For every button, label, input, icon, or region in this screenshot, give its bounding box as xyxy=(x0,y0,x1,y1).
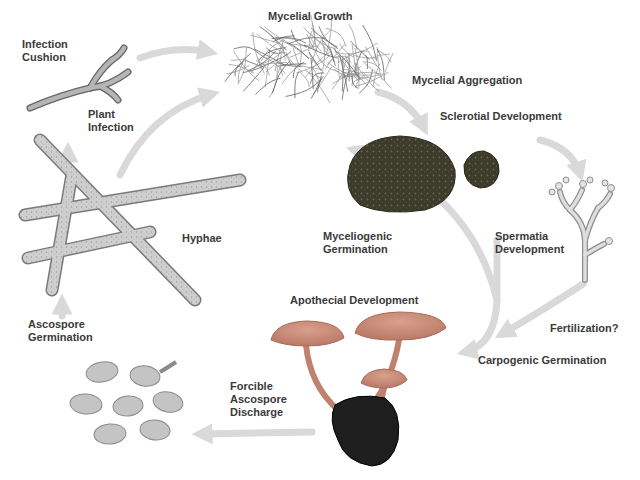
mycelium-strand xyxy=(332,60,346,89)
mycelium-strand xyxy=(340,43,354,57)
mycelium-strand xyxy=(231,59,245,61)
mycelium-strand xyxy=(351,41,370,60)
mycelium-strand xyxy=(335,50,361,79)
spermatia xyxy=(549,177,615,280)
stage-label: Mycelial Growth xyxy=(268,10,352,23)
sclerotia xyxy=(348,136,500,212)
mycelium-strand xyxy=(286,80,321,97)
mycelium-strand xyxy=(363,62,382,71)
stage-label: Apothecial Development xyxy=(290,294,418,307)
mycelium-strand xyxy=(308,72,330,103)
cycle-arrow xyxy=(140,50,210,58)
cycle-arrow xyxy=(120,94,212,175)
stage-label: Mycelial Aggregation xyxy=(412,74,522,87)
mycelium-strand xyxy=(251,35,280,43)
mycelium-strand xyxy=(277,65,281,79)
mycelium-strand xyxy=(282,42,285,60)
hyphae xyxy=(25,140,240,300)
mycelium-strand xyxy=(338,58,339,78)
mycelium-strand xyxy=(352,76,359,89)
mycelium-strand xyxy=(273,61,290,93)
stage-label: Spermatia Development xyxy=(495,230,577,256)
mycelium-strand xyxy=(325,44,344,69)
stage-label: Infection Cushion xyxy=(22,38,84,64)
mycelium-strand xyxy=(243,67,264,92)
stage-label: Plant Infection xyxy=(88,108,146,134)
cycle-arrow xyxy=(200,432,312,434)
mycelium-strand xyxy=(322,40,334,62)
mycelium-strand xyxy=(300,45,301,65)
stage-label: Carpogenic Germination xyxy=(478,354,606,367)
mycelium-strand xyxy=(332,67,360,84)
mycelium-strand xyxy=(377,50,391,62)
mycelium-strand xyxy=(266,57,285,73)
mycelium-strand xyxy=(348,53,349,81)
mycelium-strand xyxy=(304,45,337,58)
cycle-arrow xyxy=(378,92,424,128)
mycelium-strand xyxy=(356,72,389,86)
mycelium-tangle xyxy=(225,14,393,103)
mycelium-strand xyxy=(257,34,285,54)
stage-label: Forcible Ascospore Discharge xyxy=(230,380,296,419)
cycle-arrow xyxy=(540,140,580,174)
mycelium-strand xyxy=(235,62,243,76)
mycelium-strand xyxy=(290,46,314,58)
mycelium-strand xyxy=(305,70,321,78)
mycelium-strand xyxy=(273,36,295,42)
mycelium-strand xyxy=(318,76,324,92)
mycelium-strand xyxy=(340,55,348,92)
cycle-arrow xyxy=(59,302,66,316)
mycelium-strand xyxy=(326,28,346,46)
mycelium-strand xyxy=(293,62,303,77)
stage-label: Sclerotial Development xyxy=(440,110,562,123)
stage-label: Myceliogenic Germination xyxy=(323,230,407,256)
mycelium-strand xyxy=(289,38,325,44)
stage-label: Hyphae xyxy=(182,232,222,245)
mycelium-strand xyxy=(254,62,287,67)
mycelium-strand xyxy=(354,62,379,91)
mycelium-strand xyxy=(295,72,299,98)
sclerotium xyxy=(332,396,399,466)
mycelium-strand xyxy=(304,27,336,49)
apothecia xyxy=(271,312,446,466)
ascospores xyxy=(69,359,185,445)
stage-label: Ascospore Germination xyxy=(28,318,106,344)
mycelium-strand xyxy=(312,30,331,63)
mycelium-strand xyxy=(287,43,309,59)
mycelium-strand xyxy=(234,47,256,51)
stage-label: Fertilization? xyxy=(550,322,618,335)
mycelium-strand xyxy=(311,58,313,89)
mycelium-strand xyxy=(272,52,291,62)
